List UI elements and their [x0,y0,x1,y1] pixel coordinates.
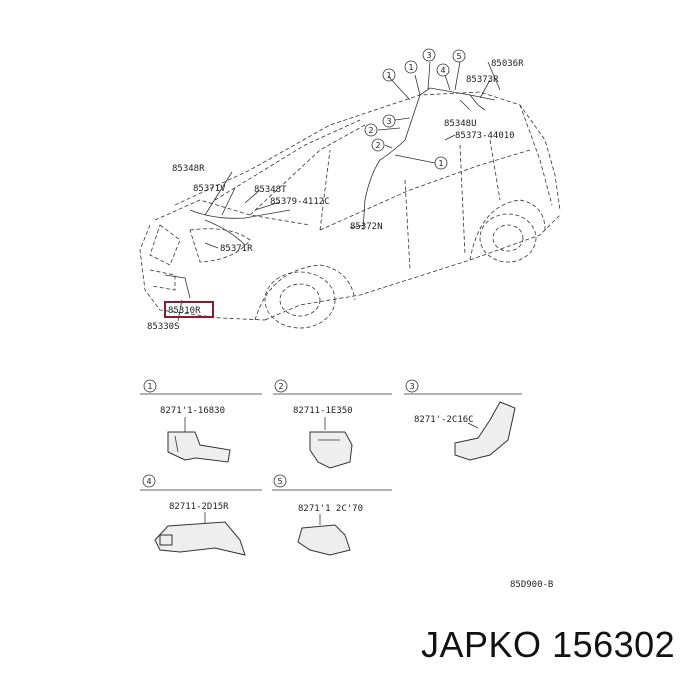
label-85348T: 85348T [254,185,287,195]
svg-text:1: 1 [386,71,391,80]
svg-text:3: 3 [409,382,414,391]
svg-text:4: 4 [146,477,151,486]
svg-text:1: 1 [147,382,152,391]
label-85379-41120: 85379-4112C [270,197,330,207]
callout-2a: 2 [364,123,378,137]
label-85310R: 85310R [168,306,201,316]
svg-text:8271'-2C16C: 8271'-2C16C [414,415,474,425]
svg-text:3: 3 [386,117,391,126]
label-85348U: 85348U [444,119,477,129]
label-85330S: 85330S [147,322,180,332]
svg-text:5: 5 [456,52,461,61]
svg-text:4: 4 [440,66,445,75]
callout-3a: 3 [422,48,436,62]
label-85371V: 85371V [193,184,226,194]
figure-code: 85D900-B [510,580,553,590]
label-85036R: 85036R [491,59,524,69]
callout-4: 4 [436,63,450,77]
svg-text:82711-1E350: 82711-1E350 [293,406,353,416]
brand-part-number: JAPKO 156302 [421,624,675,666]
callout-1a: 1 [404,60,418,74]
svg-text:2: 2 [278,382,283,391]
detail-panel-2: 2 82711-1E350 [273,379,392,469]
label-85372N: 85372N [350,222,383,232]
label-85373-44010: 85373-44010 [455,131,515,141]
label-85348R: 85348R [172,164,205,174]
highlight-box [164,301,214,318]
svg-text:2: 2 [375,141,380,150]
svg-text:8271'1 2C'70: 8271'1 2C'70 [298,504,363,514]
svg-text:5: 5 [277,477,282,486]
callout-1b: 1 [382,68,396,82]
callout-3b: 3 [382,114,396,128]
svg-text:82711-2D15R: 82711-2D15R [169,502,229,512]
brand-name: JAPKO [421,624,542,665]
car-outline [139,91,561,329]
svg-text:2: 2 [368,126,373,135]
callout-5: 5 [452,49,466,63]
svg-text:1: 1 [438,159,443,168]
detail-panel-4: 4 82711-2D15R [140,474,262,556]
detail-panel-1: 1 8271'1-16830 [140,379,262,463]
part-number: 156302 [552,624,676,665]
label-85373R: 85373R [466,75,499,85]
callout-2b: 2 [371,138,385,152]
callout-1c: 1 [434,156,448,170]
svg-text:8271'1-16830: 8271'1-16830 [160,406,225,416]
svg-text:3: 3 [426,51,431,60]
detail-panel-3: 3 8271'-2C16C [404,379,522,461]
svg-text:1: 1 [408,63,413,72]
detail-panel-5: 5 8271'1 2C'70 [272,474,392,556]
label-85371R: 85371R [220,244,253,254]
